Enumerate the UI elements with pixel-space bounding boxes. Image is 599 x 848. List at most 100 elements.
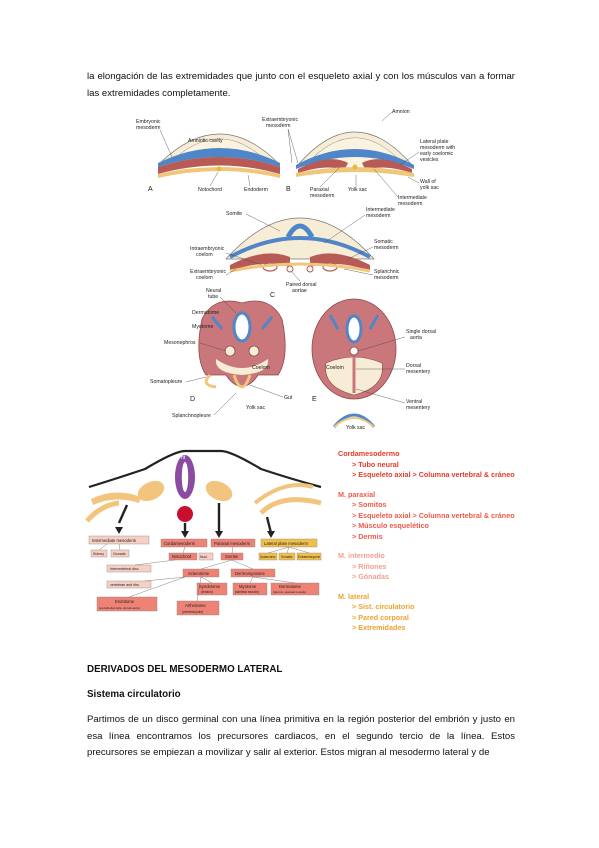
svg-text:Dermatome: Dermatome bbox=[279, 584, 302, 589]
svg-text:Extraembryonic: Extraembryonic bbox=[298, 555, 321, 559]
panel-e: Single dorsal aorta Coelom Dorsal mesent… bbox=[311, 298, 436, 431]
svg-text:Yolk sac: Yolk sac bbox=[246, 405, 266, 411]
svg-text:aortae: aortae bbox=[292, 288, 307, 294]
svg-text:coelom: coelom bbox=[196, 252, 213, 258]
svg-text:B: B bbox=[286, 186, 291, 193]
svg-text:aorta: aorta bbox=[410, 335, 422, 341]
somite-right bbox=[205, 480, 233, 502]
svg-text:Myotome: Myotome bbox=[192, 324, 213, 330]
svg-text:mesentery: mesentery bbox=[406, 405, 431, 411]
subsection-heading: Sistema circulatorio bbox=[87, 689, 181, 700]
svg-text:Coelom: Coelom bbox=[326, 365, 344, 371]
svg-text:(tendon): (tendon) bbox=[201, 590, 213, 594]
svg-text:Intraembryonic: Intraembryonic bbox=[190, 246, 225, 252]
svg-text:mesoderm: mesoderm bbox=[374, 245, 399, 251]
svg-text:Intermediate: Intermediate bbox=[398, 195, 427, 201]
svg-text:Notochord: Notochord bbox=[198, 187, 222, 193]
svg-text:yolk sac: yolk sac bbox=[420, 185, 439, 191]
svg-text:mesoderm: mesoderm bbox=[398, 201, 423, 207]
svg-text:Extraembryonic: Extraembryonic bbox=[190, 269, 226, 275]
svg-text:Cordamesoderm: Cordamesoderm bbox=[164, 541, 196, 546]
svg-text:Ventral: Ventral bbox=[406, 399, 422, 405]
svg-text:Intermediate: Intermediate bbox=[366, 207, 395, 213]
svg-text:Neural: Neural bbox=[206, 288, 221, 294]
legend-paraxial: M. paraxial > Somitos > Esqueleto axial … bbox=[338, 489, 515, 541]
lateral-crescent-right bbox=[259, 497, 322, 515]
svg-text:Mesonephros: Mesonephros bbox=[164, 340, 196, 346]
svg-text:Somite: Somite bbox=[226, 211, 242, 217]
svg-text:Intervertebral disc: Intervertebral disc bbox=[110, 567, 139, 571]
svg-text:Single dorsal: Single dorsal bbox=[406, 329, 436, 335]
svg-text:Endotome: Endotome bbox=[115, 599, 135, 604]
svg-text:Somite: Somite bbox=[225, 554, 239, 559]
svg-text:Amnion: Amnion bbox=[392, 109, 410, 115]
legend-lateral: M. lateral > Sist. circulatorio > Pared … bbox=[338, 591, 415, 633]
svg-text:(dermis, skeletal muscle): (dermis, skeletal muscle) bbox=[273, 590, 306, 594]
notochord-dot bbox=[177, 506, 193, 522]
svg-text:Notochord: Notochord bbox=[172, 554, 192, 559]
svg-text:coelom: coelom bbox=[196, 275, 213, 281]
svg-text:Syndetome: Syndetome bbox=[199, 584, 221, 589]
svg-text:vesicles: vesicles bbox=[420, 157, 439, 163]
svg-text:E: E bbox=[312, 396, 317, 403]
legend-cordamesodermo: Cordamesodermo > Tubo neural > Esqueleto… bbox=[338, 449, 515, 479]
svg-text:Kidney: Kidney bbox=[93, 552, 104, 556]
svg-text:(endothelial cells, dorsal aor: (endothelial cells, dorsal aorta) bbox=[99, 606, 140, 610]
panel-a: Embryonic mesoderm Amniotic cavity Notoc… bbox=[136, 119, 280, 193]
svg-text:Splanchnopleure: Splanchnopleure bbox=[172, 413, 211, 419]
svg-text:Somatic: Somatic bbox=[281, 555, 293, 559]
svg-text:Somatic: Somatic bbox=[374, 239, 393, 245]
svg-text:Intermediate mesoderm: Intermediate mesoderm bbox=[92, 538, 137, 543]
svg-text:Arthrotome: Arthrotome bbox=[185, 603, 206, 608]
svg-text:Amniotic cavity: Amniotic cavity bbox=[188, 138, 223, 144]
svg-text:vertebrae and ribs: vertebrae and ribs bbox=[110, 583, 139, 587]
svg-text:tube: tube bbox=[208, 294, 218, 300]
svg-text:mesoderm: mesoderm bbox=[374, 275, 399, 281]
svg-text:C: C bbox=[270, 292, 275, 299]
svg-text:Dorsal: Dorsal bbox=[406, 363, 421, 369]
svg-text:mesoderm: mesoderm bbox=[310, 193, 335, 199]
svg-text:Lateral plate mesoderm: Lateral plate mesoderm bbox=[264, 541, 309, 546]
panel-b: Extraembryonic mesoderm Amnion Lateral p… bbox=[262, 109, 455, 207]
svg-text:mesoderm: mesoderm bbox=[266, 123, 291, 129]
derivatives-legend: Cordamesodermo > Tubo neural > Esqueleto… bbox=[338, 449, 538, 634]
svg-text:(vertebral joint): (vertebral joint) bbox=[182, 610, 203, 614]
svg-text:Myotome: Myotome bbox=[239, 584, 257, 589]
svg-text:mesoderm: mesoderm bbox=[366, 213, 391, 219]
svg-text:Yolk sac: Yolk sac bbox=[346, 425, 366, 431]
svg-text:early coelomic: early coelomic bbox=[420, 151, 454, 157]
svg-text:(skeletal muscle): (skeletal muscle) bbox=[235, 590, 259, 594]
svg-text:Gonads: Gonads bbox=[113, 552, 126, 556]
svg-text:D: D bbox=[190, 396, 195, 403]
svg-text:nt: nt bbox=[181, 455, 186, 461]
svg-text:Embryonic: Embryonic bbox=[136, 119, 161, 125]
legend-intermedio: M. intermedio > Riñones > Gónadas bbox=[338, 551, 389, 581]
embryo-sections-figure: Embryonic mesoderm Amniotic cavity Notoc… bbox=[136, 109, 455, 431]
svg-text:Extraembryonic: Extraembryonic bbox=[262, 117, 298, 123]
panel-c: Somite Intermediate mesoderm Intraembryo… bbox=[190, 207, 400, 299]
intermediate-crescent bbox=[91, 492, 141, 505]
somite-left bbox=[137, 480, 165, 502]
svg-text:Splanchnic: Splanchnic bbox=[260, 555, 276, 559]
svg-text:Sclerotome: Sclerotome bbox=[188, 571, 210, 576]
svg-text:Somatopleure: Somatopleure bbox=[150, 379, 182, 385]
svg-text:Paraxial mesoderm: Paraxial mesoderm bbox=[214, 541, 251, 546]
svg-text:Dermomyotome: Dermomyotome bbox=[235, 571, 265, 576]
svg-text:Dermatome: Dermatome bbox=[192, 310, 219, 316]
svg-text:Coelom: Coelom bbox=[252, 365, 270, 371]
intro-paragraph: la elongación de las extremidades que ju… bbox=[87, 71, 515, 99]
svg-text:mesoderm: mesoderm bbox=[136, 125, 161, 131]
svg-text:Yolk sac: Yolk sac bbox=[348, 187, 368, 193]
svg-text:A: A bbox=[148, 186, 153, 193]
mesoderm-derivatives-diagram: nt Intermediate mesoderm Kidney Gonads C… bbox=[85, 449, 322, 616]
section-heading: DERIVADOS DEL MESODERMO LATERAL bbox=[87, 664, 283, 675]
svg-text:Endoderm: Endoderm bbox=[244, 187, 268, 193]
svg-text:Paired dorsal: Paired dorsal bbox=[286, 282, 317, 288]
svg-text:mesentery: mesentery bbox=[406, 369, 431, 375]
svg-text:Wall of: Wall of bbox=[420, 179, 436, 185]
svg-text:mesoderm with: mesoderm with bbox=[420, 145, 455, 151]
svg-text:Lateral plate: Lateral plate bbox=[420, 139, 449, 145]
svg-text:Nucl.: Nucl. bbox=[200, 555, 208, 559]
svg-text:Gut: Gut bbox=[284, 395, 293, 401]
body-paragraph: Partimos de un disco germinal con una lí… bbox=[87, 714, 515, 758]
